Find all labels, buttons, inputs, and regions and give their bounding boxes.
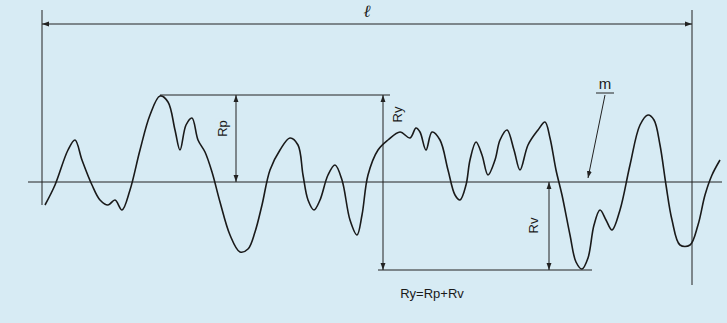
rv-label: Rv bbox=[527, 216, 540, 234]
rp-label: Rp bbox=[216, 119, 229, 138]
dimension-line bbox=[42, 24, 692, 25]
rv-dimension bbox=[549, 182, 550, 270]
ry-label: Ry bbox=[391, 105, 404, 123]
label-underline bbox=[596, 93, 614, 94]
rp-dimension bbox=[236, 95, 237, 182]
leader-line bbox=[588, 95, 605, 178]
formula-label: Ry=Rp+Rv bbox=[399, 287, 465, 300]
valley-line bbox=[378, 270, 592, 271]
length-symbol: ℓ bbox=[362, 3, 371, 20]
surface-profile bbox=[45, 96, 720, 269]
ry-dimension bbox=[383, 95, 384, 270]
peak-line bbox=[160, 95, 390, 96]
extension-line bbox=[42, 10, 43, 205]
mean-line-label: m bbox=[598, 76, 613, 91]
